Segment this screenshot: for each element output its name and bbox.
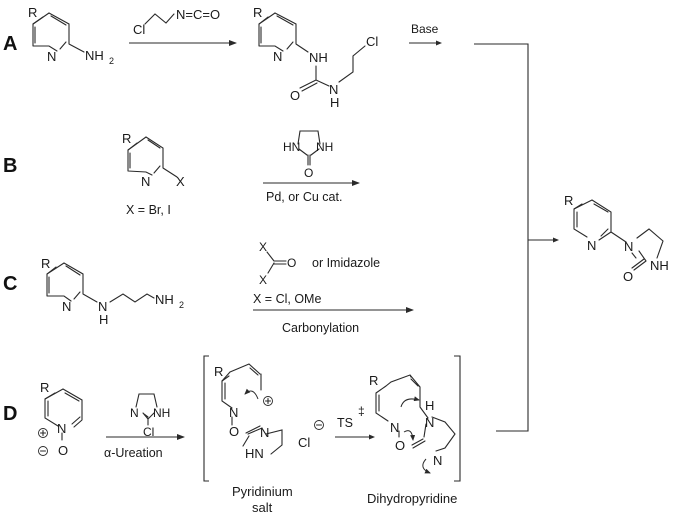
reagent-chlorine: Cl: [133, 22, 145, 37]
chloride-counterion: Cl: [298, 435, 310, 450]
intermediate-chlorine: Cl: [366, 34, 378, 49]
amine-hn: HN: [245, 446, 264, 461]
reagent-oxygen: O: [304, 166, 313, 180]
carbonyl-reagent: X X O or Imidazole: [259, 240, 380, 287]
urea-n-2: N: [329, 82, 338, 97]
secondary-amine-h: H: [99, 312, 108, 327]
right-bracket: [454, 355, 461, 482]
product-structure: R N N NH O: [564, 193, 669, 284]
base-condition: Base: [411, 22, 439, 36]
catalyst-condition: Pd, or Cu cat.: [266, 190, 342, 204]
product-ring-nitrogen: N: [587, 238, 596, 253]
urea-nh-1: NH: [309, 50, 328, 65]
aminoethylaminopyridine-structure: R N N H NH 2: [41, 256, 184, 327]
product-substituent-r: R: [564, 193, 573, 208]
amine-group: NH: [85, 48, 104, 63]
halide-definition: X = Br, I: [126, 203, 171, 217]
chloroethyl-isocyanate-reagent: Cl N=C=O: [133, 7, 220, 37]
primary-amine: NH: [155, 292, 174, 307]
route-a: A R N NH 2 Cl N=C=O R N NH O N H: [3, 5, 442, 110]
chloroethyl-urea-intermediate: R N NH O N H Cl: [253, 5, 378, 110]
urea-h-2: H: [330, 95, 339, 110]
ring-nitrogen: N: [141, 174, 150, 189]
reagent-x-bottom: X: [259, 273, 267, 287]
ether-oxygen: O: [395, 438, 405, 453]
product-urea-nh: NH: [650, 258, 669, 273]
route-b: B R N X X = Br, I HN NH O Pd, or Cu cat.: [3, 130, 360, 217]
carbonylation-condition: Carbonylation: [282, 321, 359, 335]
intermediate-substituent-r: R: [253, 5, 262, 20]
route-label-d: D: [3, 403, 17, 425]
reagent-chlorine: Cl: [143, 425, 154, 439]
halide-x: X: [176, 174, 185, 189]
converging-connector: [474, 43, 529, 432]
ring-nitrogen: N: [47, 49, 56, 64]
route-c: C R N N H NH 2 X X O or Imidazole X = Cl…: [3, 240, 414, 335]
substituent-r: R: [40, 380, 49, 395]
imidazoline-n1: N: [425, 415, 434, 430]
substituent-r: R: [214, 364, 223, 379]
imidazoline-n2: N: [433, 453, 442, 468]
n-oxide-oxygen: O: [58, 443, 68, 458]
reagent-nh: NH: [153, 406, 170, 420]
substituent-r: R: [41, 256, 50, 271]
ether-oxygen: O: [229, 424, 239, 439]
route-label-c: C: [3, 273, 17, 295]
urea-oxygen: O: [290, 88, 300, 103]
left-bracket: [203, 355, 209, 482]
product-urea-nitrogen: N: [624, 239, 633, 254]
ring-nitrogen: N: [62, 299, 71, 314]
double-dagger-symbol: ‡: [358, 404, 365, 418]
intermediate-ring-nitrogen: N: [273, 49, 282, 64]
pyridinium-caption: Pyridinium: [232, 484, 293, 499]
secondary-amine-n: N: [98, 299, 107, 314]
ureation-condition: α-Ureation: [104, 446, 163, 460]
aminopyridine-structure: R N NH 2: [28, 5, 114, 66]
substituent-r: R: [122, 131, 131, 146]
dihydropyridine-intermediate: R H N N O N: [369, 373, 456, 474]
hydrogen-h: H: [425, 398, 434, 413]
ring-nitrogen: N: [229, 405, 238, 420]
primary-amine-subscript: 2: [179, 300, 184, 310]
pyridine-n-oxide-structure: R N O: [38, 380, 83, 458]
amine-subscript: 2: [109, 56, 114, 66]
reagent-n: N: [130, 406, 139, 420]
imidazolidinone-reagent: HN NH O: [283, 130, 333, 180]
route-d: D R N O N NH Cl α-Ureation: [3, 355, 461, 515]
ring-nitrogen: N: [57, 421, 66, 436]
salt-caption: salt: [252, 500, 273, 515]
reagent-isocyanate: N=C=O: [176, 7, 220, 22]
reagent-oxygen: O: [287, 256, 296, 270]
reagent-x-top: X: [259, 240, 267, 254]
dihydropyridine-caption: Dihydropyridine: [367, 491, 457, 506]
reagent-nh: NH: [316, 140, 333, 154]
pyridinium-salt-intermediate: R N O N HN Cl: [214, 363, 324, 461]
route-label-a: A: [3, 33, 17, 55]
chloroimidazoline-reagent: N NH Cl: [130, 393, 170, 439]
halopyridine-structure: R N X: [122, 131, 185, 189]
route-label-b: B: [3, 155, 17, 177]
imine-nitrogen: N: [260, 425, 269, 440]
imidazole-alternative: or Imidazole: [312, 256, 380, 270]
substituent-r: R: [28, 5, 37, 20]
transition-state-label: TS: [337, 416, 353, 430]
x-definition: X = Cl, OMe: [253, 292, 321, 306]
ring-nitrogen: N: [390, 420, 399, 435]
substituent-r: R: [369, 373, 378, 388]
product-carbonyl-oxygen: O: [623, 269, 633, 284]
reagent-hn: HN: [283, 140, 300, 154]
